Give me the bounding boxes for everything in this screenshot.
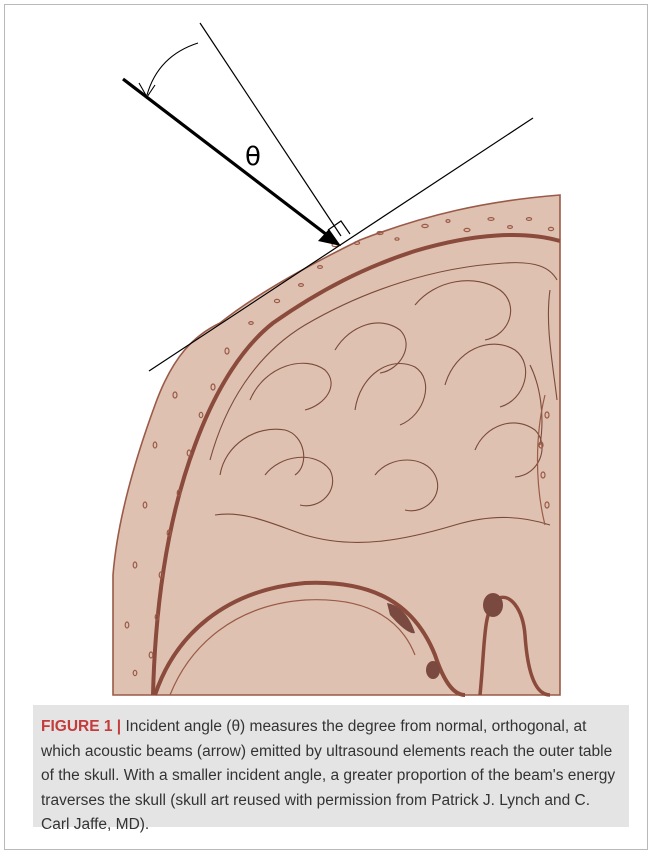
- caption-label: FIGURE 1: [41, 718, 112, 735]
- normal-line: [200, 23, 341, 236]
- angle-theta-label: θ: [245, 142, 261, 172]
- skull-illustration: θ: [5, 5, 652, 705]
- skull-outer-table: [113, 195, 560, 695]
- figure-frame: θ FIGURE 1 | Incident angle (θ) measures…: [4, 4, 648, 850]
- caption-text: Incident angle (θ) measures the degree f…: [41, 718, 615, 833]
- incident-beam-arrow: [123, 79, 331, 238]
- vessel-lumen-1: [483, 593, 503, 617]
- figure-caption: FIGURE 1 | Incident angle (θ) measures t…: [33, 705, 629, 827]
- vessel-lumen-2: [426, 661, 440, 679]
- caption-separator: |: [117, 718, 121, 735]
- angle-arc: [147, 43, 198, 95]
